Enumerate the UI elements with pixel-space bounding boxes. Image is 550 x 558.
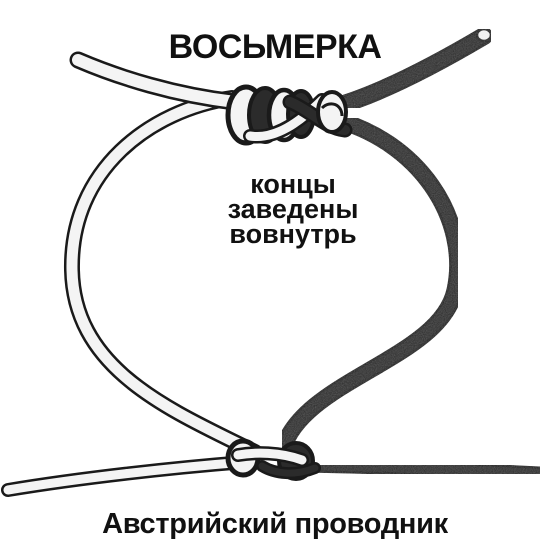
dark-rope-top-tail [321,27,493,117]
dark-rope-bottom-tail [292,457,548,482]
figure-eight-knot [225,84,353,146]
austrian-conductor-knot [225,438,321,481]
light-rope-left-loop [63,90,263,460]
light-rope-top-tail [69,51,244,111]
knot-note: концы заведены вовнутрь [208,169,378,249]
knot-title: ВОСЬМЕРКА [168,28,382,66]
dark-rope-right-loop [273,109,467,461]
note-line-1: концы [250,169,336,199]
note-line-3: вовнутрь [229,219,357,249]
light-rope-bottom-tail [1,455,252,497]
dark-rope-cut-end [475,27,493,43]
knot-caption: Австрийский проводник [102,508,448,540]
note-line-2: заведены [227,194,359,224]
